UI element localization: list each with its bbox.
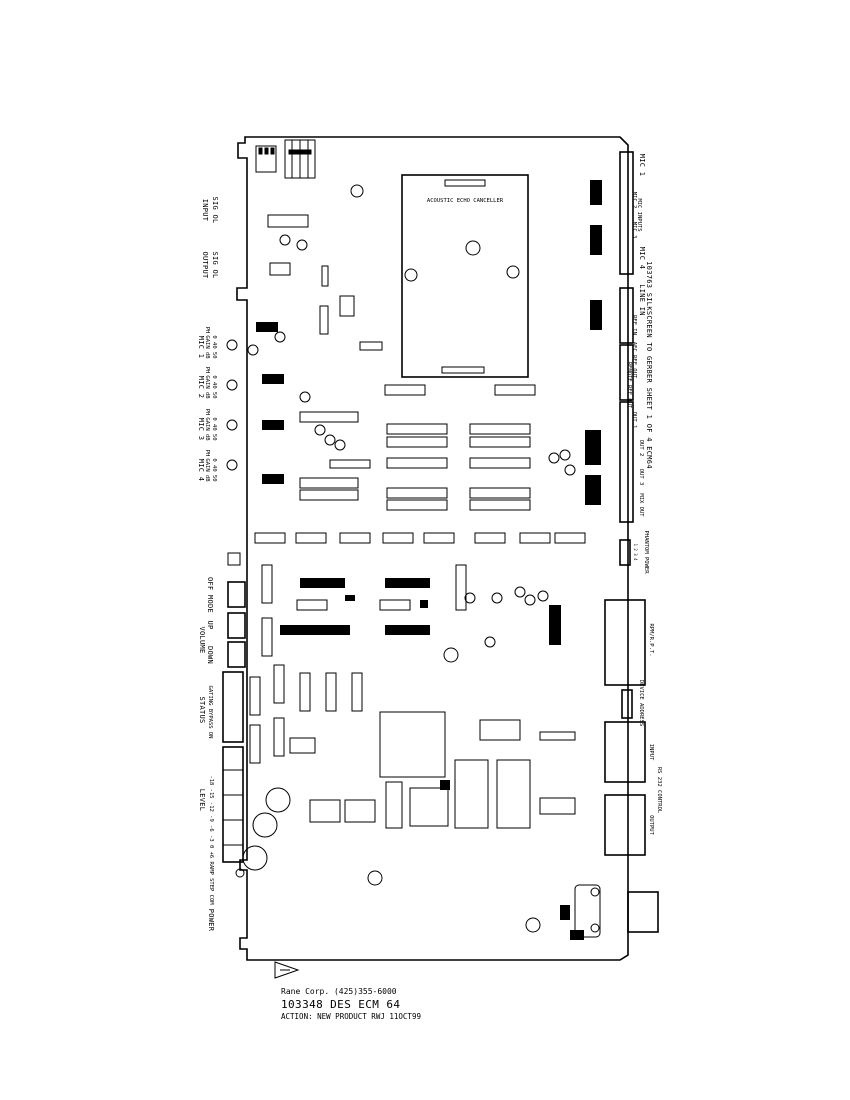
label-r-mic4: MIC 4 — [638, 247, 646, 270]
label-r-mic3: MIC 3 — [631, 222, 637, 239]
label-r-device-address: DEVICE ADDRESS — [638, 680, 644, 726]
component-pads — [256, 180, 602, 940]
label-r-out2: OUT 2 — [638, 440, 644, 457]
label-off-mode: OFF MODE — [206, 577, 214, 613]
ic-packages — [249, 214, 586, 829]
label-r-rs232-control: RS 232 CONTROL — [656, 767, 662, 814]
label-mic1: MIC 1 — [197, 336, 205, 359]
label-r-out3: OUT 3 — [638, 469, 644, 486]
label-r-mix-out: MIX OUT — [638, 493, 644, 517]
board-outline — [236, 136, 629, 961]
label-r-phantom-power: PHANTOM POWER — [643, 530, 649, 574]
label-mic1-gain: GAIN dB — [204, 335, 210, 359]
label-r-rs232-output: OUTPUT — [648, 815, 654, 836]
label-up: UP — [206, 620, 214, 629]
label-down: DOWN — [206, 646, 214, 664]
label-status: STATUS — [198, 696, 206, 723]
label-r-rs232-input: INPUT — [648, 744, 654, 761]
label-mic1-ph: PH — [204, 327, 210, 334]
label-mic2-gain: GAIN dB — [204, 375, 210, 399]
title-block-action: ACTION: NEW PRODUCT RWJ 11OCT99 — [281, 1012, 421, 1021]
label-mic3-gain: GAIN dB — [204, 417, 210, 441]
label-mic4-ph: PH — [204, 450, 210, 457]
label-mic3: MIC 3 — [197, 418, 205, 441]
label-mic1-range: 0 40 50 — [211, 335, 217, 358]
label-r-phantom-nums: 1 2 3 4 — [633, 544, 638, 561]
label-r-mic-inputs: MIC INPUTS — [636, 198, 642, 231]
label-volume: VOLUME — [198, 626, 206, 653]
label-level-scale: -18 -15 -12 -9 -6 -3 0 +6 RAMP STEP COM — [208, 775, 214, 905]
label-gating-bypass: GATING BYPASS ON — [207, 686, 213, 739]
label-r-mic1: MIC 1 — [638, 154, 646, 177]
label-mic3-ph: PH — [204, 409, 210, 416]
label-input-sig-ol: SIG OL — [211, 196, 219, 223]
label-r-rpm: RPM/R.P.T. — [648, 623, 654, 656]
label-mic4-gain: GAIN dB — [204, 458, 210, 482]
jumper-block — [255, 139, 316, 179]
label-silkscreen: 103763 SILKSCREEN TO GERBER SHEET 1 OF 4… — [645, 261, 653, 469]
right-connectors — [525, 151, 659, 938]
label-mic4: MIC 4 — [197, 459, 205, 482]
label-mic4-range: 0 40 50 — [211, 458, 217, 481]
label-output: OUTPUT — [201, 251, 209, 279]
aec-module: ACOUSTIC ECHO CANCELLER — [350, 174, 529, 378]
label-r-remote-ref-out: REMOTE REF OUT — [626, 362, 632, 409]
label-r-out1: OUT 1 — [631, 412, 637, 429]
left-edge-labels: INPUT SIG OL OUTPUT SIG OL MIC 1 GAIN dB… — [197, 196, 219, 931]
label-mic3-range: 0 40 50 — [211, 417, 217, 440]
title-block-company: Rane Corp. (425)355-6000 — [281, 987, 397, 996]
aec-label: ACOUSTIC ECHO CANCELLER — [427, 198, 504, 204]
capacitors — [242, 234, 576, 886]
label-input: INPUT — [201, 199, 209, 222]
revision-triangle-icon — [274, 961, 300, 979]
label-power: POWER — [207, 909, 215, 932]
right-edge-labels: 103763 SILKSCREEN TO GERBER SHEET 1 OF 4… — [626, 154, 662, 836]
label-r-line-in: LINE IN — [638, 284, 646, 316]
label-level: LEVEL — [198, 789, 206, 812]
label-r-ref-in: REF IN — [631, 315, 637, 335]
label-mic2-ph: PH — [204, 367, 210, 374]
label-r-mic2: MIC 2 — [631, 192, 637, 209]
label-mic2: MIC 2 — [197, 376, 205, 399]
label-output-sig-ol: SIG OL — [211, 251, 219, 278]
label-r-aec-ref-out: AEC REF OUT — [631, 342, 637, 379]
left-controls — [222, 339, 246, 878]
title-block-part-number: 103348 DES ECM 64 — [281, 998, 401, 1011]
label-mic2-range: 0 40 50 — [211, 375, 217, 398]
